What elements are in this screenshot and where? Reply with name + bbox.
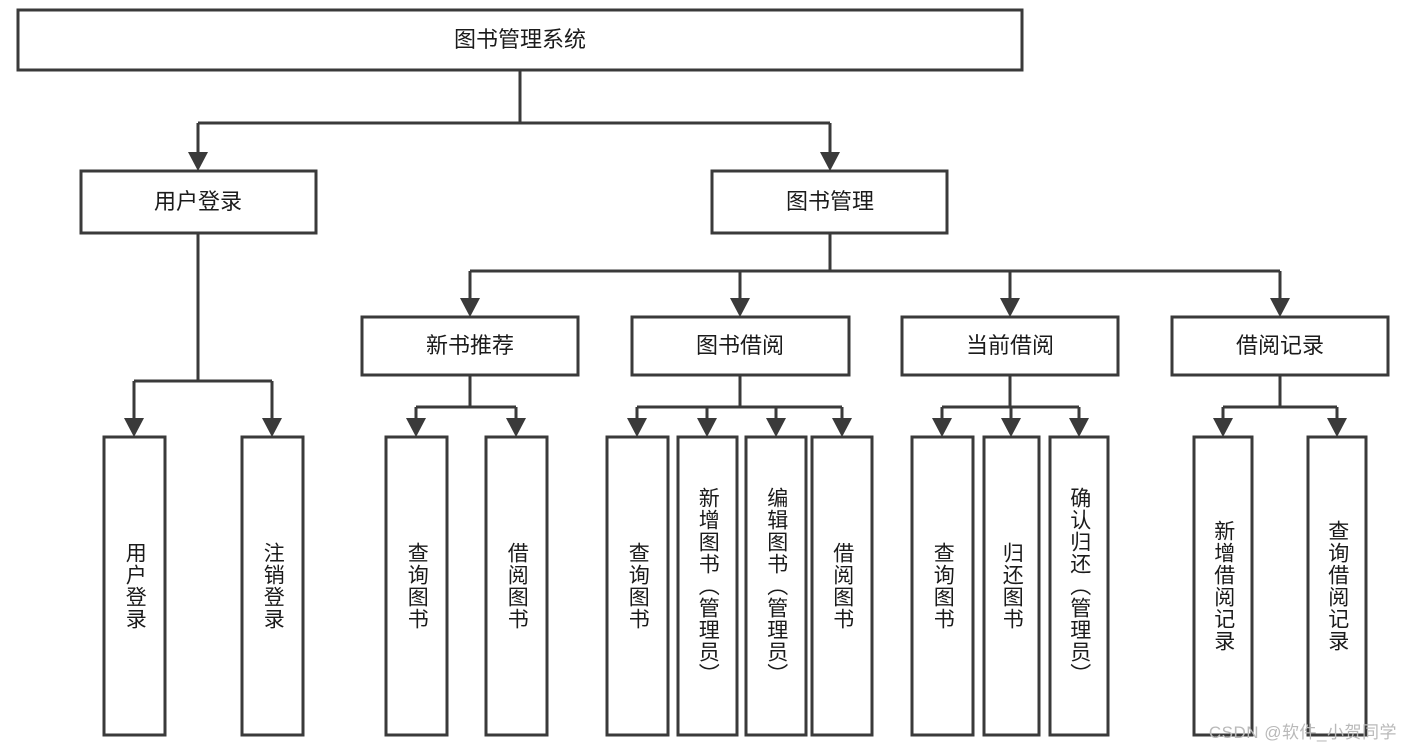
leaf-query-book-borrow-box[interactable]	[605, 435, 670, 737]
arrow-leaf-add-book-admin	[697, 418, 717, 437]
arrow-leaf-query-book-borrow	[627, 418, 647, 437]
node-book-borrow-label: 图书借阅	[696, 333, 784, 358]
leaf-edit-book-admin-box[interactable]	[744, 435, 808, 737]
arrow-leaf-query-borrow-record	[1327, 418, 1347, 437]
csdn-watermark: CSDN @软件_小贺同学	[1208, 723, 1397, 742]
leaf-borrow-book-box[interactable]	[810, 435, 874, 737]
arrow-leaf-user-login	[124, 418, 144, 437]
leaf-user-login-box[interactable]	[102, 435, 167, 737]
node-user-login[interactable]: 用户登录	[79, 169, 318, 235]
node-book-borrow[interactable]: 图书借阅	[630, 315, 851, 377]
node-borrow-record[interactable]: 借阅记录	[1170, 315, 1390, 377]
node-current-borrow[interactable]: 当前借阅	[900, 315, 1120, 377]
arrow-to-current-borrow	[1000, 298, 1020, 317]
node-current-borrow-label: 当前借阅	[966, 333, 1054, 358]
leaf-borrow-book-rec-box[interactable]	[484, 435, 549, 737]
arrow-to-new-book-recommend	[460, 298, 480, 317]
arrow-to-user-login	[188, 152, 208, 171]
leaf-query-book-rec-box[interactable]	[384, 435, 449, 737]
node-new-book-recommend-box[interactable]	[360, 315, 580, 377]
arrow-leaf-query-book-current	[932, 418, 952, 437]
node-current-borrow-box[interactable]	[900, 315, 1120, 377]
node-book-management-box[interactable]	[710, 169, 949, 235]
arrow-leaf-confirm-return-admin	[1069, 418, 1089, 437]
node-new-book-recommend-label: 新书推荐	[426, 333, 514, 358]
arrow-leaf-return-book	[1001, 418, 1021, 437]
arrow-leaf-logout-login	[262, 418, 282, 437]
arrow-leaf-query-book-rec	[406, 418, 426, 437]
leaf-query-book-current-box[interactable]	[910, 435, 975, 737]
node-borrow-record-label: 借阅记录	[1236, 333, 1324, 358]
node-user-login-label: 用户登录	[154, 189, 242, 214]
leaf-add-book-admin-box[interactable]	[676, 435, 739, 737]
node-book-management-label: 图书管理	[786, 189, 874, 214]
node-root-box[interactable]	[16, 8, 1024, 72]
arrow-to-borrow-record	[1270, 298, 1290, 317]
node-root-label: 图书管理系统	[454, 27, 586, 52]
arrow-leaf-edit-book-admin	[766, 418, 786, 437]
arrow-leaf-borrow-book	[832, 418, 852, 437]
node-borrow-record-box[interactable]	[1170, 315, 1390, 377]
arrow-leaf-borrow-book-rec	[506, 418, 526, 437]
arrow-to-book-management	[820, 152, 840, 171]
arrow-leaf-add-borrow-record	[1213, 418, 1233, 437]
node-book-borrow-box[interactable]	[630, 315, 851, 377]
leaf-add-borrow-record-box[interactable]	[1192, 435, 1254, 737]
leaf-return-book-box[interactable]	[982, 435, 1041, 737]
leaf-logout-login-box[interactable]	[240, 435, 305, 737]
node-root[interactable]: 图书管理系统	[16, 8, 1024, 72]
node-user-login-box[interactable]	[79, 169, 318, 235]
node-new-book-recommend[interactable]: 新书推荐	[360, 315, 580, 377]
leaf-confirm-return-admin-box[interactable]	[1048, 435, 1110, 737]
arrow-to-book-borrow	[730, 298, 750, 317]
leaf-query-borrow-record-box[interactable]	[1306, 435, 1368, 737]
node-book-management[interactable]: 图书管理	[710, 169, 949, 235]
leaf-boxes	[102, 435, 1368, 737]
connector-layer	[124, 70, 1347, 437]
node-layer: 图书管理系统 用户登录 图书管理 新书推荐 图书借阅 当前	[16, 8, 1390, 737]
